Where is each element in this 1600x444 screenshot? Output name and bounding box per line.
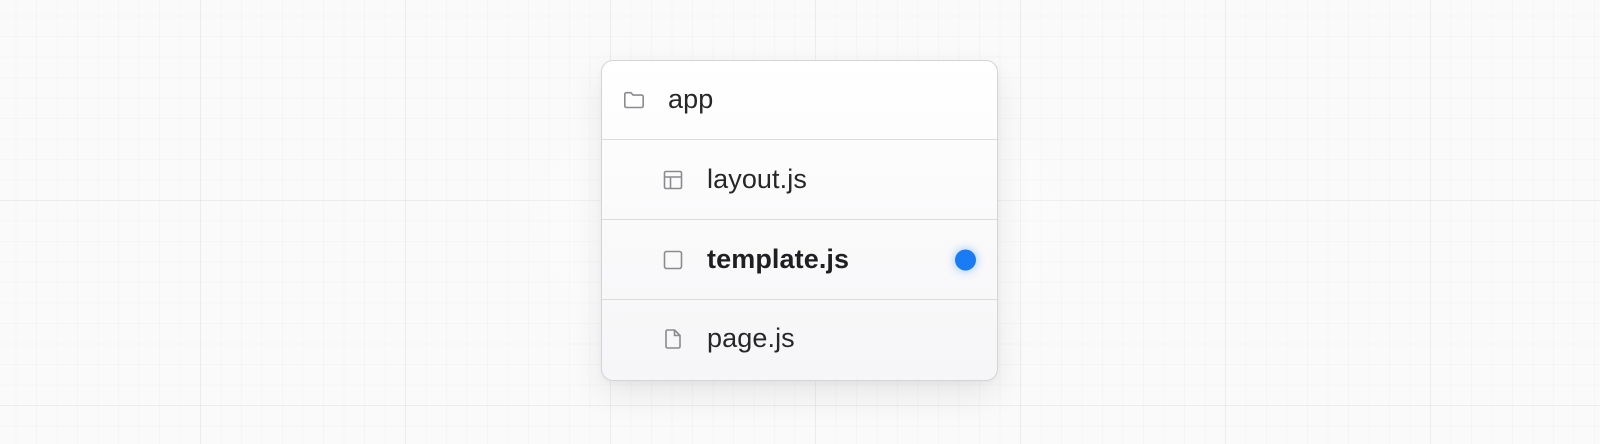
- tree-row-file-page[interactable]: page.js: [602, 300, 997, 378]
- file-name: layout.js: [707, 163, 807, 194]
- file-name: page.js: [707, 322, 795, 353]
- file-tree-card: app layout.js template.js page.js: [601, 60, 998, 381]
- tree-row-file-layout[interactable]: layout.js: [602, 140, 997, 220]
- file-icon: [661, 327, 685, 351]
- active-indicator-dot: [955, 249, 976, 270]
- folder-icon: [622, 88, 646, 112]
- folder-name: app: [668, 83, 714, 114]
- file-name: template.js: [707, 243, 850, 274]
- template-icon: [661, 248, 685, 272]
- tree-row-folder-app[interactable]: app: [602, 61, 997, 140]
- tree-row-file-template[interactable]: template.js: [602, 220, 997, 300]
- layout-icon: [661, 168, 685, 192]
